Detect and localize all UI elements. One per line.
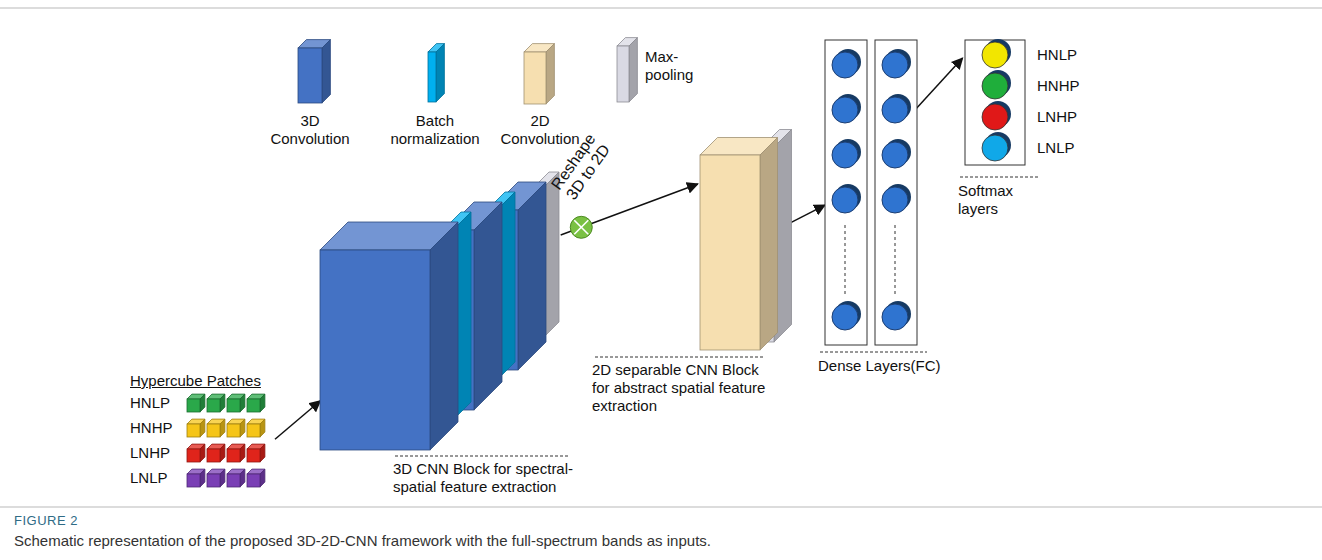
output-neuron — [982, 70, 1011, 99]
reshape-symbol — [570, 216, 592, 238]
block-slab — [227, 419, 245, 437]
connector-arrow — [915, 58, 963, 110]
neuron — [832, 184, 861, 213]
block-slab — [428, 44, 444, 102]
block-slab — [207, 394, 225, 412]
dense-panel — [825, 40, 867, 345]
block-label: 2D separable CNN Block for abstract spat… — [592, 361, 777, 415]
block-slab — [187, 444, 205, 462]
block-slab — [187, 469, 205, 487]
block-label: LNHP — [1037, 108, 1077, 126]
block-label: 3D CNN Block for spectral-spatial featur… — [393, 460, 583, 496]
dense-panel — [875, 40, 917, 345]
block-label: HNLP — [130, 394, 170, 412]
network-block: HNLP HNHP LNHP LNLP Softmax layers — [955, 35, 1095, 222]
block-slab — [187, 419, 205, 437]
neuron — [832, 301, 861, 330]
block-slab — [227, 469, 245, 487]
block-slab — [617, 38, 637, 102]
legend-swatch — [617, 38, 637, 102]
bottom-rule — [0, 507, 1322, 508]
block-slab — [320, 222, 458, 450]
block-slab — [207, 444, 225, 462]
legend-swatch — [524, 44, 554, 104]
output-neuron — [982, 101, 1011, 130]
block-slab — [227, 444, 245, 462]
block-slab — [207, 419, 225, 437]
block-slab — [187, 394, 205, 412]
block-label: LNLP — [1037, 139, 1075, 157]
figure-caption: Schematic representation of the proposed… — [14, 532, 1304, 550]
ellipsis-line — [845, 225, 846, 297]
block-slab — [247, 419, 265, 437]
block-slab — [700, 138, 778, 351]
block-label: Hypercube Patches — [130, 372, 261, 390]
block-label: Softmax layers — [958, 182, 1043, 218]
dashed-underline — [960, 177, 1040, 178]
legend-swatch — [428, 44, 444, 102]
output-neuron — [982, 39, 1011, 68]
block-slab — [247, 469, 265, 487]
block-label: LNHP — [130, 444, 170, 462]
legend-swatch — [298, 40, 330, 103]
neuron — [832, 49, 861, 78]
dashed-underline — [395, 456, 570, 457]
neuron — [832, 94, 861, 123]
block-illustration — [315, 190, 585, 500]
network-block: 2D separable CNN Block for abstract spat… — [590, 145, 810, 419]
reshape-circle — [570, 216, 592, 238]
network-block: Hypercube PatchesHNLP HNHP LNHP LNLP — [125, 372, 275, 491]
neuron — [832, 139, 861, 168]
top-rule — [0, 8, 1322, 9]
legend-label: Max-pooling — [645, 48, 707, 84]
legend-label: 2D Convolution — [495, 112, 585, 148]
reshape-cross — [574, 220, 588, 234]
reshape-cross — [574, 220, 588, 234]
block-slab — [298, 40, 330, 103]
dashed-underline — [820, 352, 927, 353]
network-block: Dense Layers(FC) — [815, 35, 935, 385]
block-illustration — [815, 35, 935, 385]
legend-label: 3D Convolution — [265, 112, 355, 148]
legend-label: Batch normalization — [385, 112, 485, 148]
block-label: HNHP — [1037, 77, 1080, 95]
dashed-underline — [595, 357, 765, 358]
neuron — [882, 301, 911, 330]
block-label: HNLP — [1037, 46, 1077, 64]
neuron — [882, 139, 911, 168]
block-label: HNHP — [130, 419, 173, 437]
block-label: Dense Layers(FC) — [818, 357, 941, 375]
network-block: 3D CNN Block for spectral-spatial featur… — [315, 190, 585, 500]
block-label: LNLP — [130, 469, 168, 487]
block-slab — [227, 394, 245, 412]
neuron — [882, 94, 911, 123]
block-slab — [247, 444, 265, 462]
neuron — [882, 184, 911, 213]
block-slab — [207, 469, 225, 487]
figure-number: FIGURE 2 — [14, 512, 78, 530]
block-slab — [524, 44, 554, 104]
block-slab — [247, 394, 265, 412]
output-neuron — [982, 132, 1011, 161]
softmax-panel — [965, 40, 1025, 165]
neuron — [882, 49, 911, 78]
connector-arrow — [275, 401, 320, 439]
ellipsis-line — [895, 225, 896, 297]
